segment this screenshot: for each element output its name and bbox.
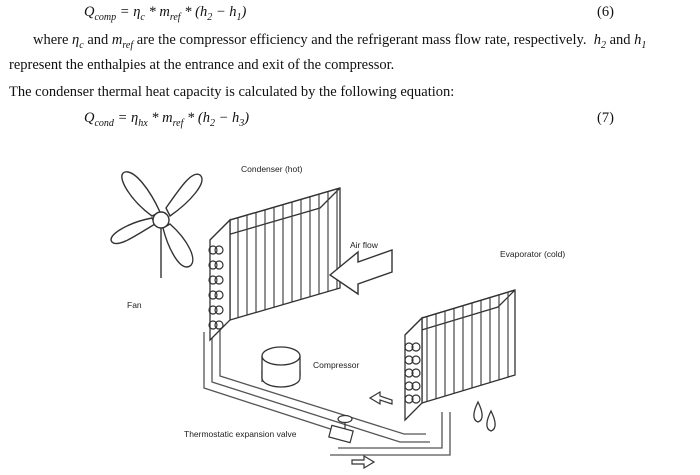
droplet-icons	[473, 400, 496, 432]
expansion-valve-label: Thermostatic expansion valve	[184, 429, 297, 439]
expansion-valve-icon	[328, 414, 354, 444]
condenser-unit	[208, 187, 341, 342]
equation-7-number: (7)	[597, 110, 614, 126]
condenser-label: Condenser (hot)	[241, 164, 303, 174]
compressor-icon	[261, 346, 301, 388]
equation-6-number: (6)	[597, 4, 614, 20]
flow-arrows	[351, 390, 393, 470]
evaporator-label: Evaporator (cold)	[500, 249, 565, 259]
equation-7: Qcond = ηhx * mref * (h2 − h3)	[84, 110, 250, 129]
condenser-coils	[208, 245, 224, 330]
evaporator-unit	[404, 289, 516, 422]
equation-6: Qcomp = ηc * mref * (h2 − h1)	[84, 4, 247, 23]
fan-label: Fan	[127, 300, 142, 310]
paragraph-1-line-1: where ηc and mref are the compressor eff…	[33, 32, 647, 51]
paragraph-1-line-2: represent the enthalpies at the entrance…	[9, 57, 395, 73]
airflow-label: Air flow	[350, 240, 379, 250]
paragraph-2: The condenser thermal heat capacity is c…	[9, 84, 455, 100]
evaporator-coils	[404, 342, 421, 404]
refrigeration-diagram: Condenser (hot) Air flow Evaporator (col…	[110, 164, 565, 470]
air-flow-arrow	[328, 249, 393, 296]
compressor-label: Compressor	[313, 360, 359, 370]
fan-icon	[110, 171, 203, 278]
